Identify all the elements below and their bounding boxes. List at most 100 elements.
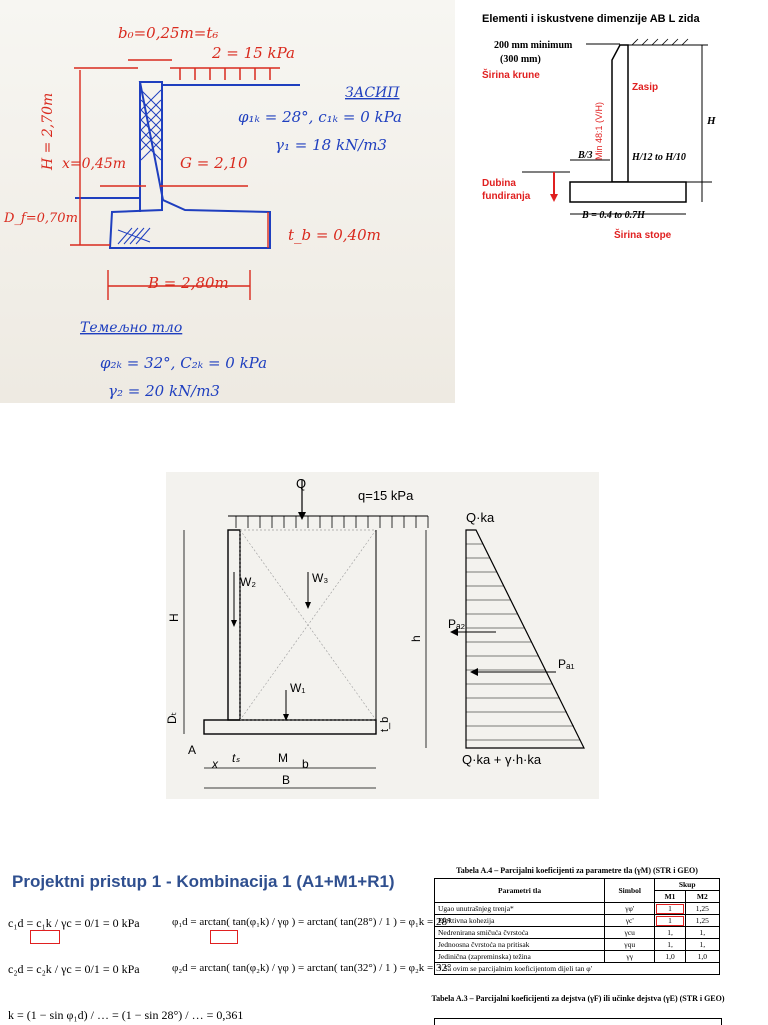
toe-length-label: x=0,45m [62, 156, 126, 172]
H-label: H [167, 613, 181, 622]
crown-width-label: b₀=0,25m=t₆ [118, 24, 218, 42]
table-cell: 1, [684, 938, 721, 951]
batter-label: Min 48:1 (V/H) [594, 102, 604, 160]
pressure-hatch [466, 543, 580, 741]
table-header-m2: M2 [684, 890, 721, 903]
dimensions-title: Elementi i iskustvene dimenzije AB L zid… [482, 13, 701, 25]
table-cell: Jednoosna čvrstoća na pritisak [433, 938, 606, 951]
foundation-heading: Темељно тло [80, 320, 182, 336]
b-label: b [302, 757, 309, 771]
handwritten-sketch: b₀=0,25m=t₆ 2 = 15 kPa ЗАСИП φ₁ₖ = 28°, … [0, 0, 455, 403]
Q-label: Q [296, 476, 306, 491]
sketch-drawing: b₀=0,25m=t₆ 2 = 15 kPa ЗАСИП φ₁ₖ = 28°, … [3, 24, 402, 400]
crown-alt-label: (300 mm) [500, 54, 541, 65]
table-cell: 1, [684, 926, 721, 939]
base-section [569, 181, 687, 203]
equation-phi1d: φ₁d = arctan( tan(φ₁k) / γφ ) = arctan( … [172, 916, 452, 928]
table-cell: 1 [654, 914, 686, 927]
equation-phi2d: φ₂d = arctan( tan(φ₂k) / γφ ) = arctan( … [172, 962, 452, 974]
heel-length-label: G = 2,10 [180, 154, 248, 172]
backfill-gamma: γ₁ = 18 kN/m3 [275, 136, 387, 154]
Pa1-label: Pₐ₁ [558, 657, 575, 671]
Df-label: Dₜ [166, 712, 179, 724]
table-cell: γγ [604, 950, 656, 963]
base-thickness-label: t_b = 0,40m [288, 226, 381, 244]
W3-label: W₃ [312, 571, 328, 585]
table-row: Efektivna kohezija γc' 1 1,25 [433, 914, 721, 927]
A-label: A [188, 743, 196, 757]
gamma-phi-highlight [210, 930, 238, 944]
crown-label: Širina krune [482, 68, 540, 81]
wall-base [203, 719, 377, 735]
h-label: h [409, 635, 423, 642]
table-cell: 1, [654, 926, 686, 939]
table-a3 [434, 1018, 722, 1025]
table-cell: Nedrenirana smičuća čvrstoća [433, 926, 606, 939]
gamma-c-highlight [30, 930, 60, 944]
crown-min-label: 200 mm minimum [494, 40, 573, 51]
table-a4: Parametri tla Simbol Skup M1 M2 Ugao unu… [433, 878, 721, 975]
W2-label: W₂ [240, 575, 256, 589]
equation-c1d: c₁d = c₁k / γc = 0/1 = 0 kPa [8, 916, 140, 930]
base-ratio-label: H/12 to H/10 [631, 152, 686, 163]
surcharge-label: 2 = 15 kPa [211, 44, 295, 62]
B-label: B [282, 773, 290, 787]
wall-section [611, 44, 629, 183]
wall-outline [108, 81, 271, 249]
table-row: * Sa ovim se parcijalnim koeficijentom d… [434, 962, 720, 975]
foundation-gamma: γ₂ = 20 kN/m3 [108, 382, 220, 400]
load-drawing: Q q=15 kPa W₂ W₃ W₁ H Dₜ h t_b A x tₛ M … [165, 476, 585, 789]
foundation-phi-c: φ₂ₖ = 32°, C₂ₖ = 0 kPa [100, 354, 267, 372]
q-label: q=15 kPa [358, 488, 414, 503]
table-cell: γc' [604, 914, 656, 927]
table-cell: 1 [654, 902, 686, 915]
table-a4-caption: Tabela A.4 – Parcijalni koeficijenti za … [456, 866, 698, 875]
table-cell: 1, [654, 938, 686, 951]
base-label: Širina stope [614, 228, 672, 241]
table-cell: 1,25 [684, 914, 721, 927]
embedment-label: D_f=0,70m [3, 211, 78, 226]
height-label: H = 2,70m [40, 93, 56, 171]
table-cell: γcu [604, 926, 656, 939]
equation-c2d: c₂d = c₂k / γc = 0/1 = 0 kPa [8, 962, 140, 976]
table-cell: 1,0 [684, 950, 721, 963]
table-row: Jedinična (zapreminska) težina γγ 1,0 1,… [433, 950, 721, 963]
height-dim-label: H [706, 115, 716, 127]
Pa2-label: Pₐ₂ [448, 617, 465, 631]
backfill-phi-c: φ₁ₖ = 28°, c₁ₖ = 0 kPa [238, 108, 402, 126]
table-cell: Efektivna kohezija [433, 914, 606, 927]
table-cell: 1,25 [684, 902, 721, 915]
table-header-param: Parametri tla [433, 878, 606, 903]
backfill-label: Zasip [632, 82, 658, 93]
table-cell: Jedinična (zapreminska) težina [433, 950, 606, 963]
table-header-m1: M1 [654, 890, 686, 903]
bottom-pressure-label: Q·ka + γ·h·ka [462, 752, 542, 767]
base-width-dim-label: B = 0.4 to 0.7H [581, 210, 646, 221]
table-row: Nedrenirana smičuća čvrstoća γcu 1, 1, [433, 926, 721, 939]
tb-label: t_b [379, 717, 391, 732]
stem-hatch [140, 89, 162, 161]
dimension-lines [70, 59, 269, 300]
equation-k: k = (1 − sin φ₁d) / … = (1 − sin 28°) / … [8, 1008, 244, 1022]
table-a3-caption: Tabela A.3 – Parcijalni koeficijenti za … [431, 994, 725, 1003]
base-width-label: B = 2,80m [147, 274, 229, 292]
table-row: Jednoosna čvrstoća na pritisak γqu 1, 1, [433, 938, 721, 951]
M-label: M [278, 751, 288, 765]
table-header-set: Skup [654, 878, 720, 891]
table-cell: Ugao unutrašnjeg trenja* [433, 902, 606, 915]
table-footnote: * Sa ovim se parcijalnim koeficijentom d… [434, 962, 720, 975]
base-hatch [117, 227, 151, 245]
section-title: Projektni pristup 1 - Kombinacija 1 (A1+… [12, 872, 395, 891]
table-cell: γqu [604, 938, 656, 951]
surcharge-load-arrows [235, 516, 429, 528]
ts-label: tₛ [232, 751, 240, 765]
depth-label-1: Dubina [482, 178, 516, 189]
table-header-symbol: Simbol [604, 878, 656, 903]
x-label: x [211, 757, 219, 771]
pressure-diagram [465, 529, 585, 749]
table-cell: γφ' [604, 902, 656, 915]
Qka-label: Q·ka [466, 510, 495, 525]
surcharge-arrows [170, 67, 280, 80]
backfill-heading: ЗАСИП [345, 85, 400, 101]
table-row: Ugao unutrašnjeg trenja* γφ' 1 1,25 [433, 902, 721, 915]
